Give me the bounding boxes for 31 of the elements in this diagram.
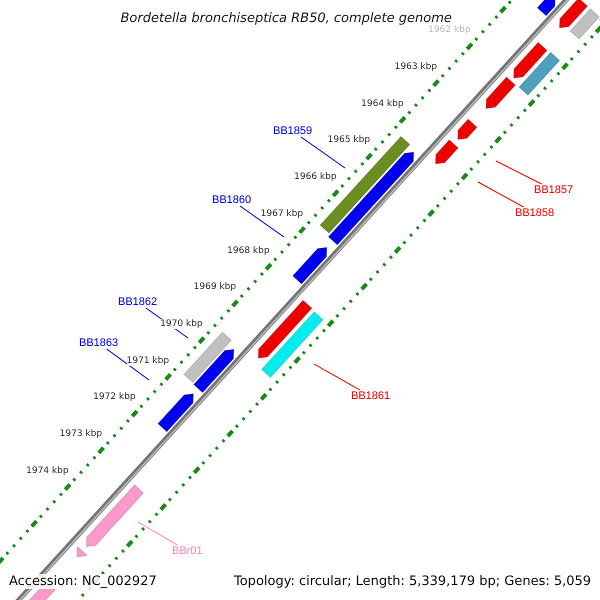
scale-label: 1974 kbp xyxy=(26,466,69,476)
scale-label: 1962 kbp xyxy=(428,25,471,36)
genome-summary-text: Topology: circular; Length: 5,339,179 bp; Genes: 5,059 xyxy=(234,574,592,588)
scale-label: 1967 kbp xyxy=(260,208,304,219)
scale-label: 1972 kbp xyxy=(93,392,136,402)
accession-text: Accession: NC_002927 xyxy=(9,574,157,588)
leader-line xyxy=(478,182,524,208)
gene-label: BB1862 xyxy=(118,296,158,308)
scale-label: 1973 kbp xyxy=(60,429,102,440)
gene-label: BB1857 xyxy=(534,184,574,196)
gene-label: BBr01 xyxy=(172,545,203,557)
scale-label: 1965 kbp xyxy=(328,135,370,146)
leader-line xyxy=(314,364,360,390)
scale-label: 1970 kbp xyxy=(160,318,203,329)
scale-label: 1966 kbp xyxy=(294,172,337,182)
scale-label: 1971 kbp xyxy=(126,356,170,366)
leader-line xyxy=(300,136,346,168)
scale-label: 1963 kbp xyxy=(394,62,438,72)
gene-label: BB1863 xyxy=(79,337,118,349)
gene-label: BB1860 xyxy=(212,194,252,206)
leader-line xyxy=(240,206,284,238)
leader-line xyxy=(106,348,150,380)
scale-label: 1969 kbp xyxy=(194,282,236,292)
leader-line xyxy=(496,160,542,184)
map-title: Bordetella bronchiseptica RB50, complete genome xyxy=(120,10,452,26)
scale-label: 1968 kbp xyxy=(227,246,270,256)
leader-line xyxy=(138,522,178,546)
gene-label: BB1861 xyxy=(351,390,390,402)
gene-label: BB1858 xyxy=(515,207,554,219)
gene-label: BB1859 xyxy=(273,125,312,137)
scale-label: 1964 kbp xyxy=(361,98,404,109)
